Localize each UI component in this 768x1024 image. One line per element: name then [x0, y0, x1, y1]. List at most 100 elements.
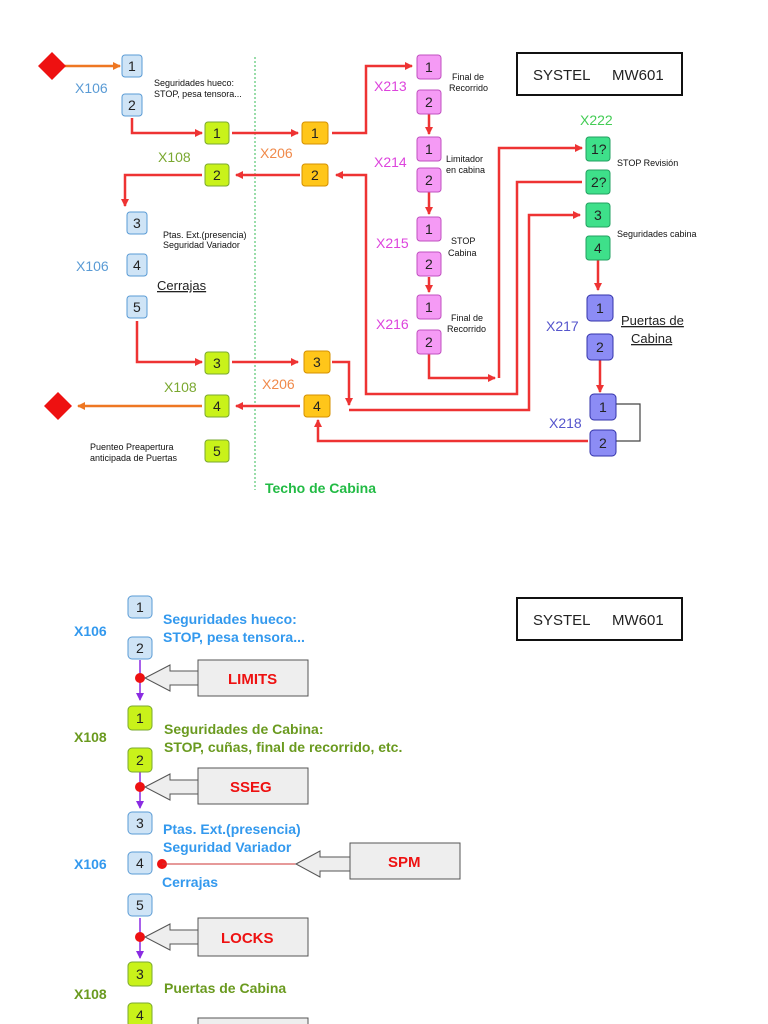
connector-label: X106 [74, 623, 107, 639]
cerrajas-label: Cerrajas [157, 278, 207, 293]
note-text: Puertas de [621, 313, 684, 328]
pin-label: 2 [213, 167, 221, 183]
callout-label: SPM [388, 854, 421, 871]
connector-label: X214 [374, 154, 407, 170]
pin-label: 3 [136, 966, 144, 982]
connector-x106-bottom: 3 4 5 X106 Ptas. Ext.(presencia) Segurid… [76, 211, 247, 319]
note-text: STOP, pesa tensora... [154, 89, 242, 99]
input-terminal-icon [38, 52, 66, 80]
pin-label: 1 [425, 221, 433, 237]
note-text: Seguridades hueco: [163, 611, 297, 627]
connector-x108-bottom: 3 X108 4 5 Puenteo Preapertura anticipad… [90, 351, 230, 463]
wires [64, 62, 641, 443]
connector-x206-top: 1 X206 2 [260, 121, 329, 187]
junction-dot [135, 673, 145, 683]
pin-label: 1 [599, 399, 607, 415]
pin-label: 1 [136, 599, 144, 615]
connector-label: X108 [164, 379, 197, 395]
note-text: Puertas de Cabina [164, 980, 286, 996]
connector-label: X106 [75, 80, 108, 96]
locks-callout: LOCKS [135, 917, 309, 957]
sseg-callout: SSEG [135, 767, 309, 805]
pin-label: 3 [213, 355, 221, 371]
connector-x213: 1 X213 2 Final de Recorrido [374, 54, 488, 115]
callout-label: LIMITS [228, 671, 277, 688]
pin-label: 2 [128, 97, 136, 113]
connector-x215: 1 X215 2 STOP Cabina [376, 216, 477, 277]
pin-label: 2 [136, 752, 144, 768]
pin-label: 1 [425, 141, 433, 157]
pin-label: 4 [213, 398, 221, 414]
spm-callout: SPM [157, 842, 461, 880]
brand-box: SYSTEL MW601 [516, 52, 683, 96]
note-text: Final de [451, 313, 483, 323]
note-text: Ptas. Ext.(presencia) [163, 821, 301, 837]
note-text: Recorrido [447, 324, 486, 334]
pin-label: 5 [213, 443, 221, 459]
pin-label: 2? [591, 174, 607, 190]
connector-label: X218 [549, 415, 582, 431]
brand-model: MW601 [612, 612, 664, 629]
cerrajas-label: Cerrajas [162, 874, 218, 890]
brand-name: SYSTEL [533, 67, 591, 84]
pin-label: 4 [594, 240, 602, 256]
pin-label: 1? [591, 141, 607, 157]
note-text: en cabina [446, 165, 485, 175]
wire-x206-x213 [332, 62, 413, 135]
callout-box-partial [197, 1017, 309, 1024]
brand-name: SYSTEL [533, 612, 591, 629]
note-text: Seguridades de Cabina: [164, 721, 323, 737]
note-text: Cabina [448, 248, 477, 258]
connector-label: X106 [74, 856, 107, 872]
pin-label: 1 [311, 125, 319, 141]
connector-x217: 1 X217 2 Puertas de Cabina [546, 294, 684, 361]
pin-label: 1 [213, 125, 221, 141]
pin-label: 1 [128, 58, 136, 74]
pin-label: 1 [425, 299, 433, 315]
note-text: Recorrido [449, 83, 488, 93]
pin-label: 3 [136, 815, 144, 831]
note-text: Puenteo Preapertura [90, 442, 174, 452]
note-text: Seguridad Variador [163, 240, 240, 250]
top-wiring-diagram: SYSTEL MW601 Techo de Cabina [38, 52, 697, 496]
note-text: Seguridad Variador [163, 839, 292, 855]
connector-label: X108 [74, 729, 107, 745]
note-text: STOP Revisión [617, 158, 678, 168]
connector-label: X108 [158, 149, 191, 165]
connector-label: X217 [546, 318, 579, 334]
pin-label: 2 [425, 334, 433, 350]
connector-x218: 1 X218 2 [549, 393, 617, 457]
junction-dot [135, 932, 145, 942]
output-terminal-icon [44, 392, 72, 420]
brand-model: MW601 [612, 67, 664, 84]
pin-label: 2 [596, 339, 604, 355]
callout-label: LOCKS [221, 930, 274, 947]
limits-callout: LIMITS [135, 659, 309, 697]
pin-label: 4 [133, 257, 141, 273]
connector-x206-bottom: 3 X206 4 [262, 350, 331, 418]
pin-label: 3 [133, 215, 141, 231]
note-text: Final de [452, 72, 484, 82]
pin-label: 3 [594, 207, 602, 223]
connector-label: X106 [76, 258, 109, 274]
connector-x106-top: X106 1 2 Seguridades hueco: STOP, pesa t… [75, 54, 242, 117]
bottom-x106-top: 1 2 X106 Seguridades hueco: STOP, pesa t… [74, 595, 305, 660]
pin-label: 2 [425, 172, 433, 188]
brand-box-bottom: SYSTEL MW601 [516, 597, 683, 641]
note-text: Ptas. Ext.(presencia) [163, 230, 247, 240]
callout-label: SSEG [230, 779, 272, 796]
pin-label: 2 [311, 167, 319, 183]
pin-label: 5 [136, 897, 144, 913]
wire-x106-x108-1 [130, 118, 203, 137]
pin-label: 2 [136, 640, 144, 656]
connector-label: X215 [376, 235, 409, 251]
connector-label: X206 [260, 145, 293, 161]
pin-label: 1 [425, 59, 433, 75]
pin-label: 1 [136, 710, 144, 726]
connector-label: X222 [580, 112, 613, 128]
connector-label: X213 [374, 78, 407, 94]
pin-label: 4 [313, 398, 321, 414]
connector-label: X216 [376, 316, 409, 332]
connector-x222: X222 1? 2? 3 4 STOP Revisión Seguridades… [580, 112, 697, 261]
